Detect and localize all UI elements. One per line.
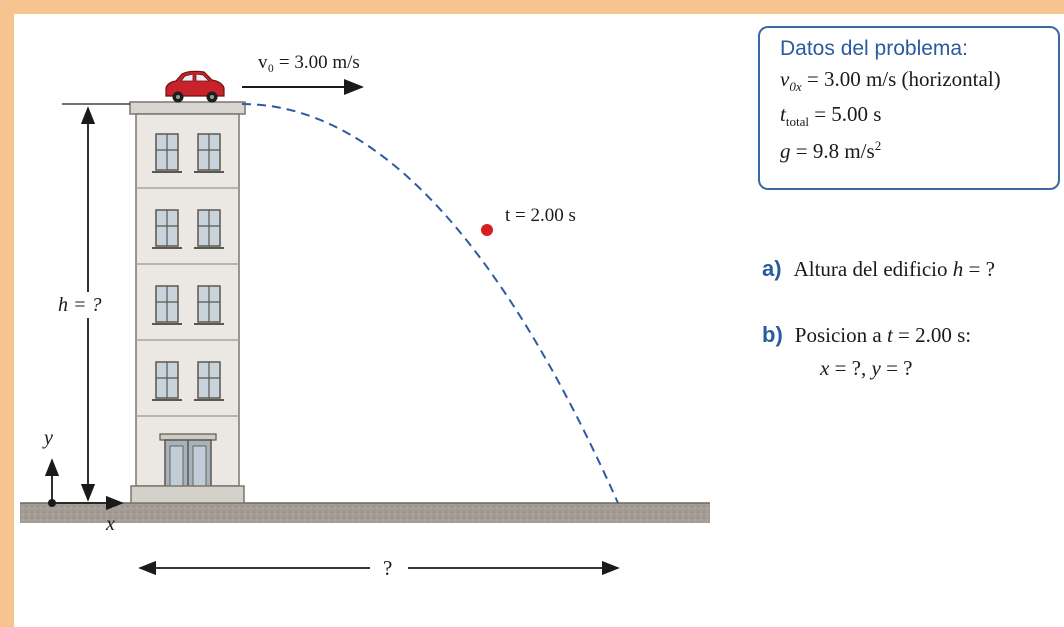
question-a: a)Altura del edificio h = ? [762,256,995,281]
origin-point [48,499,56,507]
building [129,101,246,504]
building-door [159,433,217,495]
car [165,70,225,103]
data-row-velocity: v0x = 3.00 m/s (horizontal) [780,67,1001,95]
position-marker [481,224,493,236]
data-row-time: ttotal = 5.00 s [780,102,882,130]
data-row-gravity: g = 9.8 m/s2 [780,138,882,164]
time-label: t = 2.00 s [505,205,576,226]
distance-label: ? [383,556,392,580]
question-a-letter: a) [762,256,782,281]
axis-y-label: y [42,427,53,449]
question-b: b)Posicion a t = 2.00 s: [762,322,972,347]
data-box-title: Datos del problema: [780,37,968,60]
ground [20,503,710,523]
velocity-label: v₀ = 3.00 m/s [258,52,360,73]
trajectory-path [241,103,619,504]
question-b-letter: b) [762,322,783,347]
problem-data-box: Datos del problema: v0x = 3.00 m/s (hori… [758,26,1060,190]
height-label: h = ? [58,294,102,316]
axis-x-label: x [105,513,115,535]
question-b-line2: x = ?, y = ? [820,356,913,380]
